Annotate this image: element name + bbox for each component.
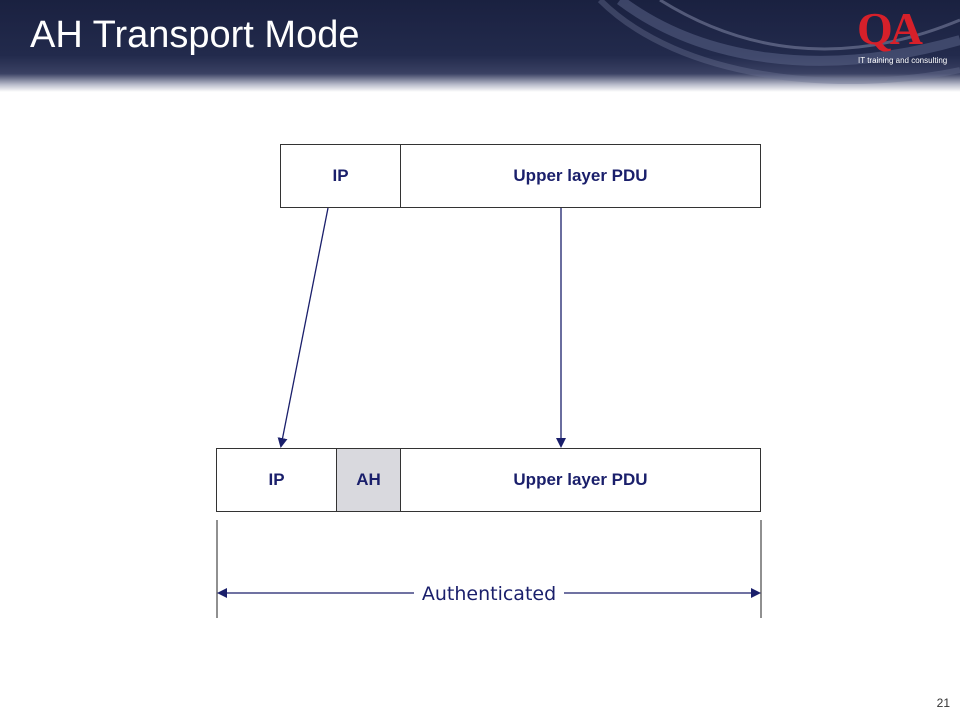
ip-mapping-arrow xyxy=(277,207,329,448)
ah-upper-layer-pdu-field: Upper layer PDU xyxy=(400,448,761,512)
ah-ip-field: IP xyxy=(216,448,337,512)
authenticated-label: Authenticated xyxy=(414,580,564,608)
page-number: 21 xyxy=(936,696,950,710)
qa-logo-mark: QA xyxy=(857,3,923,54)
qa-logo: QA IT training and consulting xyxy=(855,2,948,72)
slide-title: AH Transport Mode xyxy=(30,14,360,56)
qa-logo-tagline: IT training and consulting xyxy=(858,56,948,65)
ah-header-field: AH xyxy=(336,448,401,512)
header-swirl-decoration xyxy=(597,0,960,85)
original-upper-layer-pdu-field: Upper layer PDU xyxy=(400,144,761,208)
original-ip-field: IP xyxy=(280,144,401,208)
slide-header: AH Transport Mode QA IT training and con… xyxy=(0,0,960,92)
